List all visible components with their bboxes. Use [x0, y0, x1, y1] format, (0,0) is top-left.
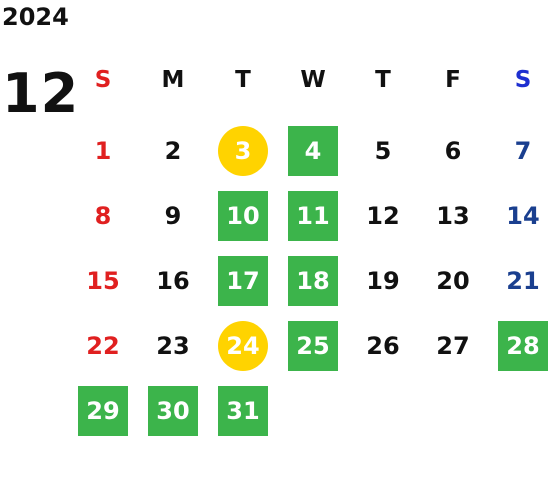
day-cell-25[interactable]: 25	[286, 320, 340, 372]
day-cell-27[interactable]: 27	[426, 320, 480, 372]
day-cell-15[interactable]: 15	[76, 255, 130, 307]
day-cell-18[interactable]: 18	[286, 255, 340, 307]
day-cell-14[interactable]: 14	[496, 190, 548, 242]
day-cell-24[interactable]: 24	[216, 320, 270, 372]
day-number: 20	[436, 267, 470, 295]
day-number: 31	[218, 386, 268, 436]
day-number: 8	[94, 202, 112, 230]
weekday-header-sat: S	[514, 67, 532, 93]
day-number: 2	[164, 137, 182, 165]
day-cell-1[interactable]: 1	[76, 125, 130, 177]
week-row: 29 30 31	[68, 385, 548, 437]
day-cell-29[interactable]: 29	[76, 385, 130, 437]
day-number: 18	[288, 256, 338, 306]
day-number: 7	[514, 137, 532, 165]
day-number: 25	[288, 321, 338, 371]
day-cell-21[interactable]: 21	[496, 255, 548, 307]
day-cell-26[interactable]: 26	[356, 320, 410, 372]
day-cell-10[interactable]: 10	[216, 190, 270, 242]
weekday-header-wed: W	[300, 67, 326, 93]
day-cell-22[interactable]: 22	[76, 320, 130, 372]
day-number: 10	[218, 191, 268, 241]
week-row: 15 16 17 18 19 20 21	[68, 255, 548, 307]
day-number: 14	[506, 202, 540, 230]
day-number: 12	[366, 202, 400, 230]
day-number: 1	[94, 137, 112, 165]
day-cell-9[interactable]: 9	[146, 190, 200, 242]
calendar-year: 2024	[2, 3, 69, 31]
day-number: 19	[366, 267, 400, 295]
week-row: 22 23 24 25 26 27 28	[68, 320, 548, 372]
day-number: 23	[156, 332, 190, 360]
day-cell-28[interactable]: 28	[496, 320, 548, 372]
day-number: 3	[218, 126, 268, 176]
day-cell-13[interactable]: 13	[426, 190, 480, 242]
day-cell-19[interactable]: 19	[356, 255, 410, 307]
day-cell-30[interactable]: 30	[146, 385, 200, 437]
day-number: 15	[86, 267, 120, 295]
day-cell-4[interactable]: 4	[286, 125, 340, 177]
day-number: 4	[288, 126, 338, 176]
week-row: 8 9 10 11 12 13 14	[68, 190, 548, 242]
weekday-header-tue: T	[235, 67, 251, 93]
calendar-month: 12	[2, 62, 80, 125]
day-number: 16	[156, 267, 190, 295]
day-number: 17	[218, 256, 268, 306]
day-cell-3[interactable]: 3	[216, 125, 270, 177]
day-number: 13	[436, 202, 470, 230]
day-number: 6	[444, 137, 462, 165]
day-cell-12[interactable]: 12	[356, 190, 410, 242]
day-cell-5[interactable]: 5	[356, 125, 410, 177]
day-number: 24	[218, 321, 268, 371]
day-number: 26	[366, 332, 400, 360]
day-cell-17[interactable]: 17	[216, 255, 270, 307]
day-cell-6[interactable]: 6	[426, 125, 480, 177]
day-number: 9	[164, 202, 182, 230]
day-cell-7[interactable]: 7	[496, 125, 548, 177]
day-number: 11	[288, 191, 338, 241]
day-number: 22	[86, 332, 120, 360]
day-cell-31[interactable]: 31	[216, 385, 270, 437]
day-cell-23[interactable]: 23	[146, 320, 200, 372]
weekday-header-fri: F	[445, 67, 461, 93]
day-number: 5	[374, 137, 392, 165]
day-cell-20[interactable]: 20	[426, 255, 480, 307]
weekday-header-sun: S	[94, 67, 112, 93]
day-cell-8[interactable]: 8	[76, 190, 130, 242]
weekday-header-thu: T	[375, 67, 391, 93]
day-number: 27	[436, 332, 470, 360]
day-number: 30	[148, 386, 198, 436]
day-number: 28	[498, 321, 548, 371]
day-cell-11[interactable]: 11	[286, 190, 340, 242]
weekday-header-mon: M	[161, 67, 185, 93]
day-number: 29	[78, 386, 128, 436]
day-number: 21	[506, 267, 540, 295]
day-cell-16[interactable]: 16	[146, 255, 200, 307]
day-cell-2[interactable]: 2	[146, 125, 200, 177]
